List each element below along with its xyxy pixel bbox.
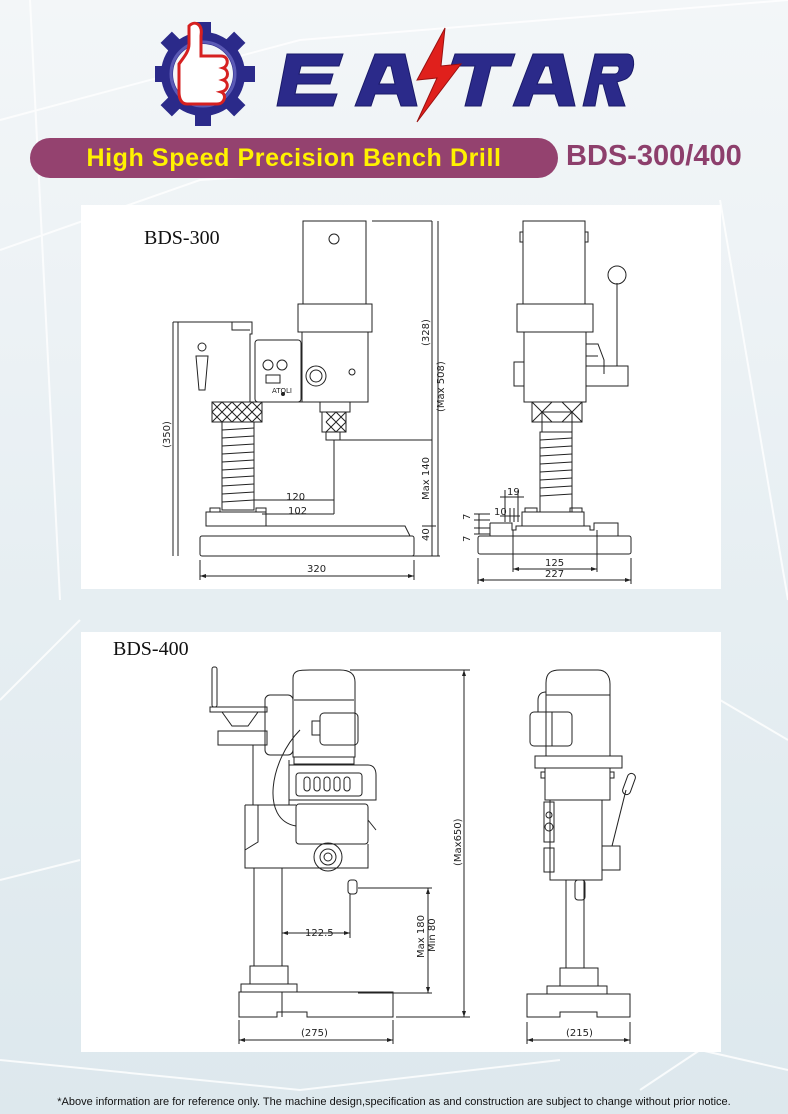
dim-slot-width: 19 [507, 487, 520, 498]
dim-throat-depth: 120 [286, 492, 305, 503]
atoli-panel-label: ATOLI [272, 387, 292, 395]
eastar-logo [151, 14, 635, 126]
dim-slot-depth-top: 7 [462, 514, 473, 520]
dim-max-height-400: (Max650) [453, 818, 464, 866]
dim-base-width-400: (275) [301, 1028, 328, 1039]
bds-400-drawing-panel: BDS-400 [81, 632, 721, 1052]
dim-stroke-max-400: Max 180 [416, 915, 427, 958]
model-code: BDS-300/400 [566, 140, 742, 172]
dim-throat-depth-400: 122.5 [305, 928, 334, 939]
dim-base-width: 320 [307, 564, 326, 575]
bds-300-technical-drawing: 320 120 102 (350) (328) (Max 508) Max 14… [162, 220, 632, 584]
dim-throat-to-base: 102 [288, 506, 307, 517]
thumbs-up-gear-icon [151, 21, 255, 126]
dim-slot-inner: 10 [494, 507, 507, 518]
dim-max-height: (Max 508) [436, 361, 447, 412]
dim-slot-depth-bottom: 7 [462, 536, 473, 542]
bds-400-title: BDS-400 [113, 638, 189, 660]
product-title-banner: High Speed Precision Bench Drill [30, 138, 558, 178]
dim-column-height: (350) [162, 421, 173, 448]
dim-slot-spacing: 125 [545, 558, 564, 569]
dim-stroke-min-400: Min 80 [427, 918, 438, 952]
lightning-bolt-icon [416, 27, 463, 123]
bds-300-drawing-panel: BDS-300 [81, 205, 721, 589]
dim-base-depth-400: (215) [566, 1028, 593, 1039]
dim-base-depth: 227 [545, 569, 564, 580]
dim-base-height: 40 [421, 528, 432, 541]
disclaimer-footnote: *Above information are for reference onl… [57, 1096, 731, 1108]
bds-400-technical-drawing: 122.5 (275) (215) Max 180 Min 80 (Max650… [209, 666, 636, 1044]
dim-max-stroke: Max 140 [421, 457, 432, 500]
bds-300-title: BDS-300 [144, 227, 220, 249]
dim-motor-height: (328) [421, 319, 432, 346]
